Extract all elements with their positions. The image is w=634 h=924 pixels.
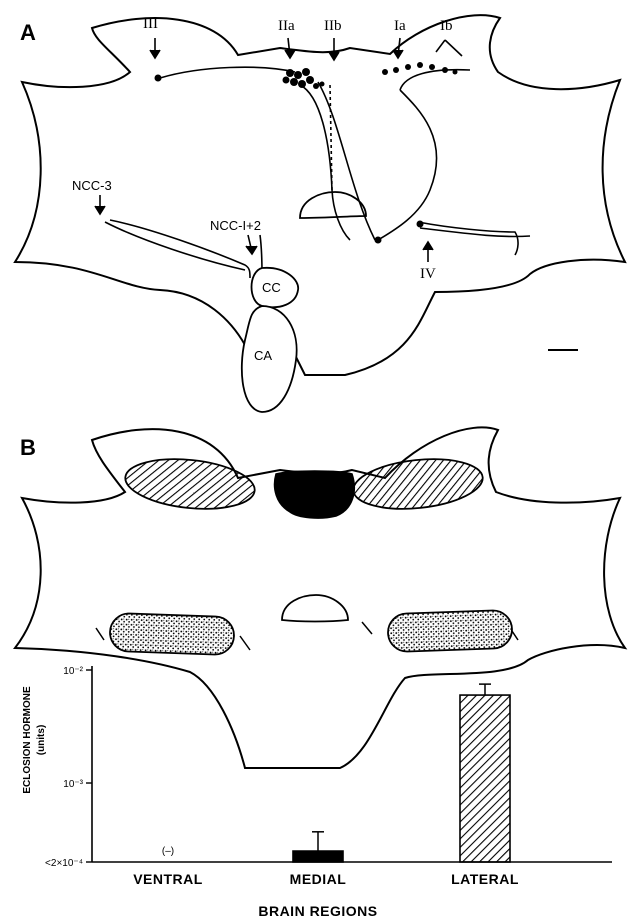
x-axis-title: BRAIN REGIONS [258,903,377,919]
hatched-region-right [351,453,485,514]
central-hole-b [282,595,348,622]
tract-iia-label: IIa [278,18,295,34]
y-axis-label-line1: ECLOSION HORMONE [22,686,33,794]
eclosion-hormone-chart: 10⁻² 10⁻³ <2×10⁻⁴ VENTRAL MEDIAL LATERAL (–)… [22,666,612,919]
tract-iii-label: III [143,16,158,32]
hatched-region-left [123,453,257,514]
ventral-not-detected-label: (–) [162,846,174,857]
tract-ib-label: Ib [440,18,453,34]
y-tick-label: 10⁻² [63,666,83,677]
panel-a-label: A [20,20,36,45]
tract-iv-label: IV [420,266,436,282]
y-axis-label-line2: (units) [36,725,47,756]
tract-iib-label: IIb [324,18,342,34]
category-label: MEDIAL [290,871,347,887]
neuron-tracts [105,67,530,278]
y-tick-label: <2×10⁻⁴ [45,858,83,869]
bar-medial [293,851,343,862]
panel-b-label: B [20,435,36,460]
category-label: VENTRAL [133,871,203,887]
stippled-region-right [387,610,512,652]
nerve-ncc12-label: NCC-I+2 [210,218,261,233]
bar-lateral [460,695,510,862]
category-label: LATERAL [451,871,519,887]
bars [293,695,510,862]
organ-cc-label: CC [262,280,281,295]
tract-ia-label: Ia [394,18,406,34]
panel-b: B [15,427,625,768]
organ-ca-label: CA [254,348,272,363]
arrows-a [95,38,462,262]
y-tick-label: 10⁻³ [63,779,83,790]
panel-a: A [15,15,625,412]
stippled-region-left [109,613,234,655]
nerve-ncc3-label: NCC-3 [72,178,112,193]
category-labels: VENTRAL MEDIAL LATERAL [133,871,519,887]
solid-region-medial [275,471,355,518]
y-ticks: 10⁻² 10⁻³ <2×10⁻⁴ [45,666,92,869]
